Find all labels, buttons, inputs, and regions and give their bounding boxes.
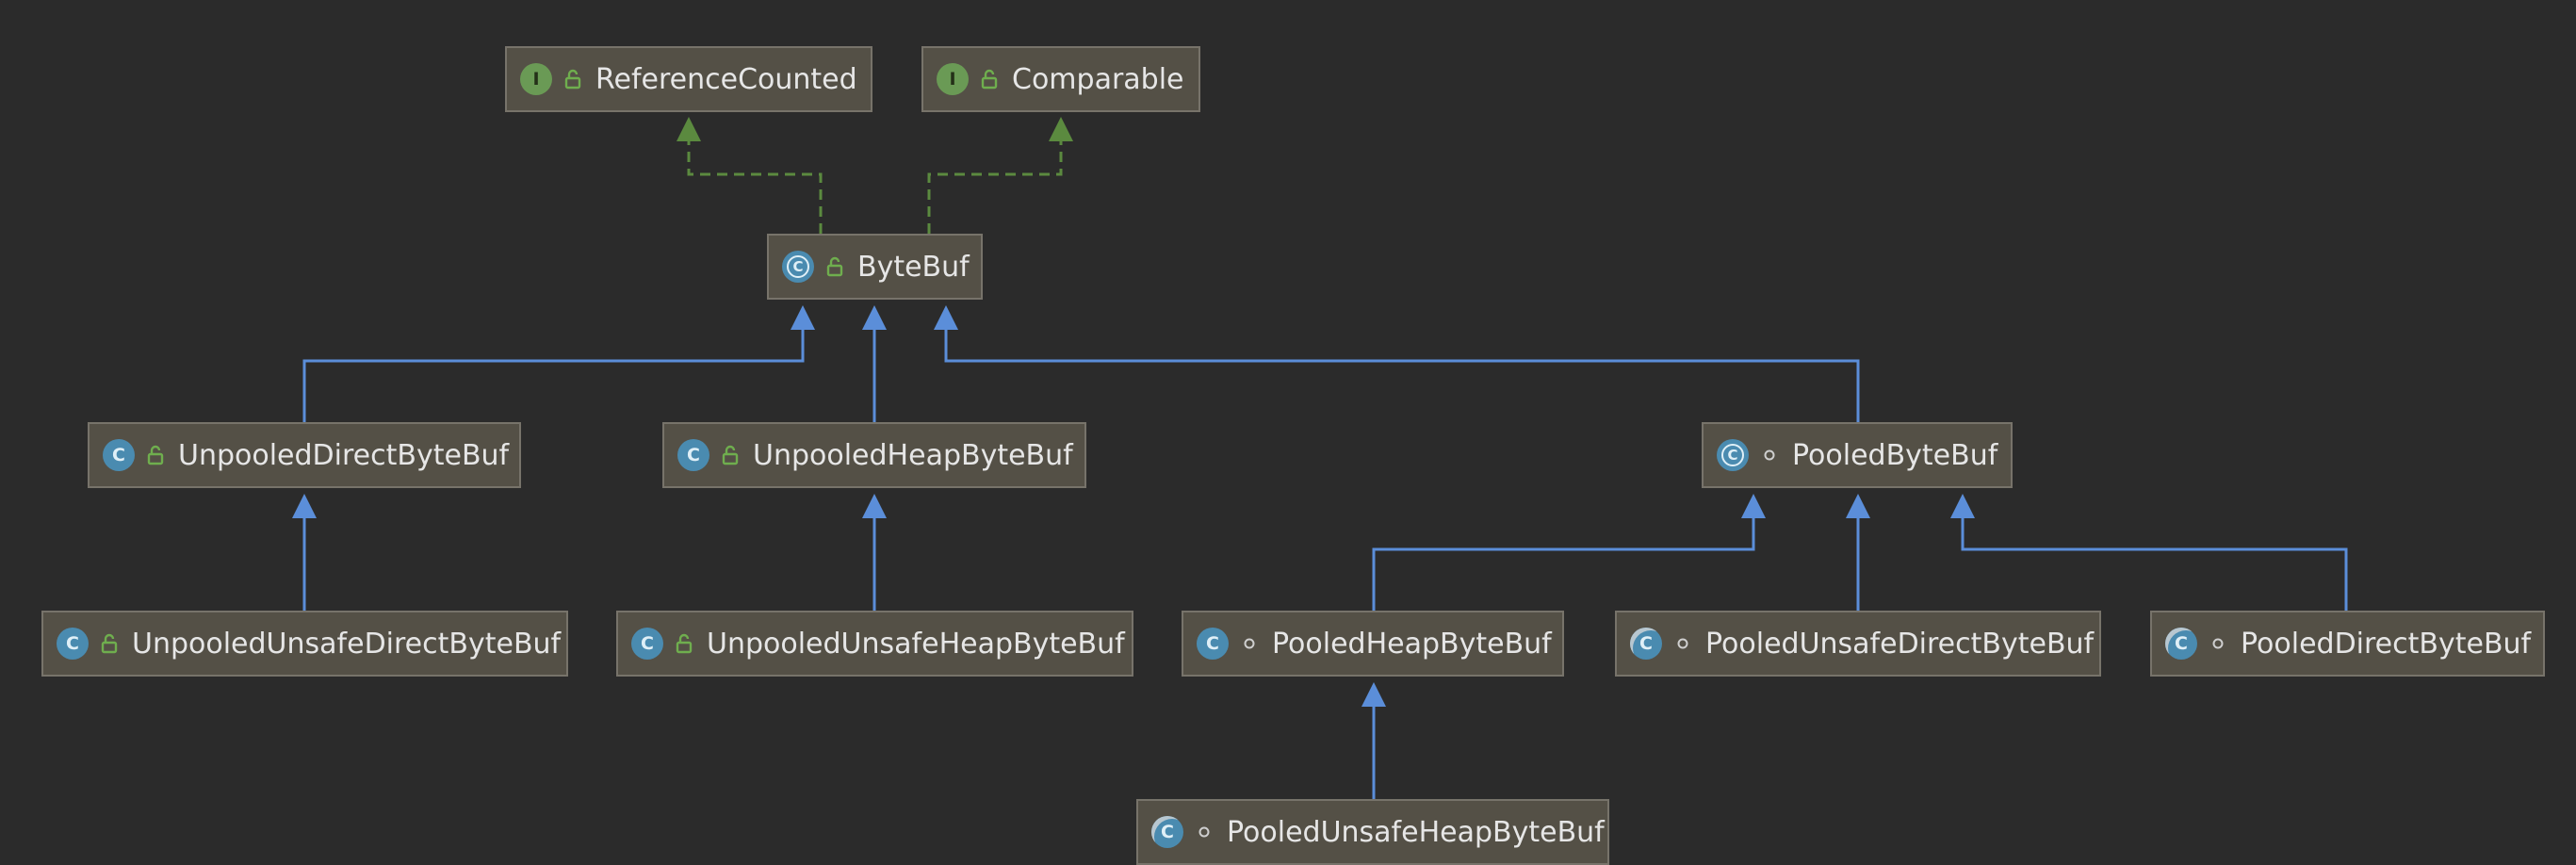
class-kind-icon: C: [631, 628, 663, 660]
node-label: UnpooledUnsafeHeapByteBuf: [707, 627, 1125, 661]
node-pooled-byte-buf[interactable]: C PooledByteBuf: [1702, 422, 2013, 488]
final-kind-icon: C: [2165, 628, 2197, 660]
node-label: PooledHeapByteBuf: [1272, 627, 1552, 661]
node-reference-counted[interactable]: I ReferenceCounted: [505, 46, 872, 112]
node-label: PooledDirectByteBuf: [2241, 627, 2532, 661]
class-kind-icon: C: [103, 439, 135, 471]
edge-unpooled-heap-byte-buf-to-byte-buf: [862, 305, 887, 422]
arrow-head-icon: [1049, 117, 1073, 141]
public-lock-icon: [719, 444, 742, 466]
node-unpooled-unsafe-direct-byte-buf[interactable]: C UnpooledUnsafeDirectByteBuf: [41, 611, 568, 677]
final-kind-icon: C: [1630, 628, 1662, 660]
node-unpooled-direct-byte-buf[interactable]: C UnpooledDirectByteBuf: [88, 422, 521, 488]
interface-kind-icon: I: [937, 63, 969, 95]
node-label: Comparable: [1012, 62, 1184, 96]
class-kind-icon: C: [677, 439, 709, 471]
node-label: UnpooledHeapByteBuf: [753, 438, 1073, 472]
node-label: UnpooledUnsafeDirectByteBuf: [132, 627, 562, 661]
edge-pooled-direct-byte-buf-to-pooled-byte-buf: [1950, 494, 2348, 611]
abstract-kind-icon: C: [1717, 439, 1749, 471]
interface-kind-icon: I: [520, 63, 552, 95]
class-kind-icon: C: [1197, 628, 1229, 660]
edge-byte-buf-to-comparable: [927, 117, 1073, 234]
package-dot-icon: [1671, 632, 1694, 655]
final-kind-icon: C: [1151, 816, 1183, 848]
node-pooled-direct-byte-buf[interactable]: C PooledDirectByteBuf: [2150, 611, 2545, 677]
node-pooled-unsafe-direct-byte-buf[interactable]: C PooledUnsafeDirectByteBuf: [1615, 611, 2101, 677]
public-lock-icon: [823, 255, 846, 278]
class-kind-icon: C: [57, 628, 89, 660]
arrow-head-icon: [292, 494, 317, 518]
arrow-head-icon: [862, 305, 887, 330]
edge-pooled-unsafe-heap-byte-buf-to-pooled-heap-byte-buf: [1361, 682, 1386, 799]
arrow-head-icon: [1741, 494, 1766, 518]
arrow-head-icon: [862, 494, 887, 518]
edge-unpooled-direct-byte-buf-to-byte-buf: [302, 305, 815, 422]
node-label: ReferenceCounted: [595, 62, 857, 96]
node-pooled-heap-byte-buf[interactable]: C PooledHeapByteBuf: [1182, 611, 1564, 677]
arrow-head-icon: [677, 117, 701, 141]
public-lock-icon: [562, 68, 584, 90]
edge-pooled-byte-buf-to-byte-buf: [934, 305, 1860, 422]
public-lock-icon: [98, 632, 121, 655]
edge-unpooled-unsafe-direct-byte-buf-to-unpooled-direct-byte-buf: [292, 494, 317, 611]
abstract-kind-icon: C: [782, 251, 814, 283]
edge-pooled-unsafe-direct-byte-buf-to-pooled-byte-buf: [1846, 494, 1870, 611]
edge-unpooled-unsafe-heap-byte-buf-to-unpooled-heap-byte-buf: [862, 494, 887, 611]
arrow-head-icon: [1846, 494, 1870, 518]
public-lock-icon: [978, 68, 1001, 90]
node-label: ByteBuf: [857, 250, 970, 284]
edge-pooled-heap-byte-buf-to-pooled-byte-buf: [1372, 494, 1766, 611]
arrow-head-icon: [791, 305, 815, 330]
node-byte-buf[interactable]: C ByteBuf: [767, 234, 983, 300]
node-comparable[interactable]: I Comparable: [921, 46, 1200, 112]
arrow-head-icon: [1361, 682, 1386, 707]
node-unpooled-unsafe-heap-byte-buf[interactable]: C UnpooledUnsafeHeapByteBuf: [616, 611, 1133, 677]
package-dot-icon: [1758, 444, 1781, 466]
node-label: PooledUnsafeDirectByteBuf: [1705, 627, 2095, 661]
node-label: PooledUnsafeHeapByteBuf: [1227, 815, 1605, 849]
node-unpooled-heap-byte-buf[interactable]: C UnpooledHeapByteBuf: [662, 422, 1086, 488]
public-lock-icon: [673, 632, 695, 655]
edge-byte-buf-to-reference-counted: [677, 117, 823, 234]
node-label: UnpooledDirectByteBuf: [178, 438, 510, 472]
node-pooled-unsafe-heap-byte-buf[interactable]: C PooledUnsafeHeapByteBuf: [1136, 799, 1609, 865]
public-lock-icon: [144, 444, 167, 466]
node-label: PooledByteBuf: [1792, 438, 1998, 472]
arrow-head-icon: [1950, 494, 1975, 518]
package-dot-icon: [1193, 821, 1215, 843]
arrow-head-icon: [934, 305, 958, 330]
package-dot-icon: [2207, 632, 2229, 655]
package-dot-icon: [1238, 632, 1261, 655]
